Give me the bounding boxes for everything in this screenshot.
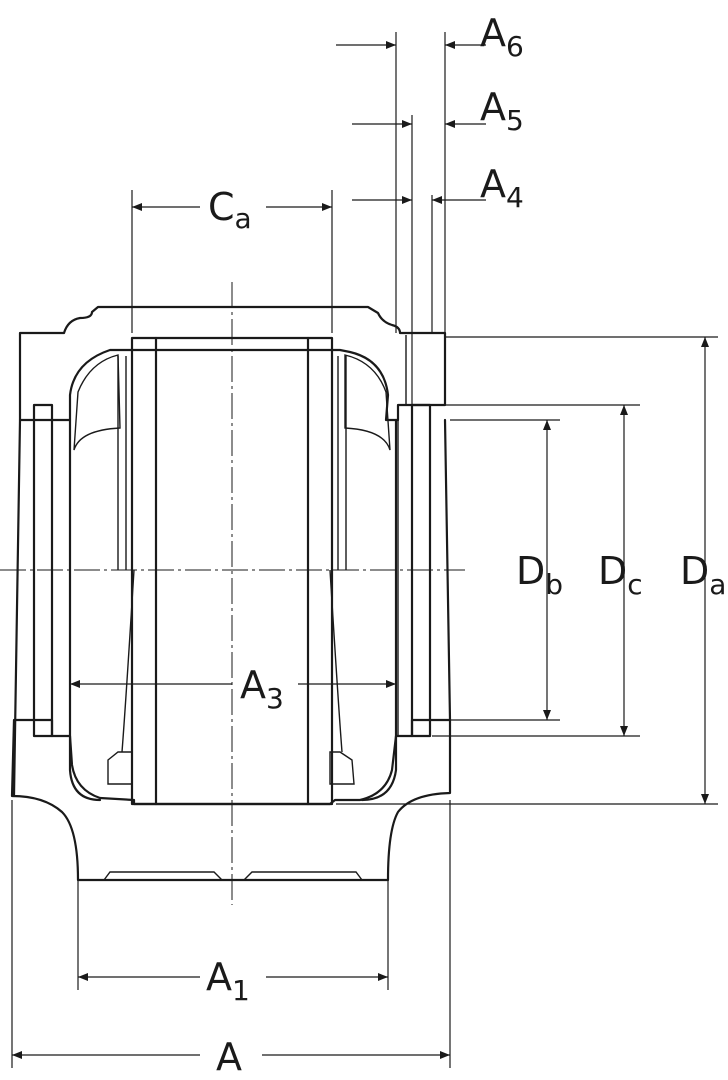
- bore-right-contour: [360, 418, 398, 802]
- left-bearing-ring-line: [117, 356, 127, 570]
- housing-left-wall: [12, 418, 22, 798]
- left-inner-ring: [130, 336, 158, 806]
- right-seal-lip: [344, 354, 391, 451]
- label-A4: A4: [480, 162, 524, 214]
- left-seal-bottom: [107, 751, 133, 785]
- right-seal-bottom: [329, 751, 355, 785]
- label-A3: A3: [240, 663, 284, 715]
- right-bearing-ring-line: [337, 356, 347, 570]
- label-A6: A6: [480, 11, 524, 63]
- dimension-labels: A6 A5 A4 Ca Db Dc Da A3 A1 A: [206, 11, 726, 1079]
- bore-left-contour: [68, 418, 102, 802]
- left-seal-lip: [73, 354, 121, 451]
- label-A: A: [216, 1035, 242, 1079]
- housing-foot-slot: [103, 871, 363, 881]
- dimension-lines: [12, 41, 709, 1059]
- label-A1: A1: [206, 955, 250, 1007]
- right-inner-ring: [306, 336, 334, 806]
- label-A5: A5: [480, 85, 524, 137]
- label-Db: Db: [516, 549, 563, 601]
- housing-bottom-band: [10, 718, 452, 882]
- label-Dc: Dc: [598, 549, 643, 601]
- bore-contours: [68, 354, 398, 802]
- label-Ca: Ca: [208, 185, 252, 235]
- housing-top-band: [18, 305, 447, 422]
- label-Da: Da: [680, 549, 726, 601]
- extension-lines: [11, 32, 718, 1068]
